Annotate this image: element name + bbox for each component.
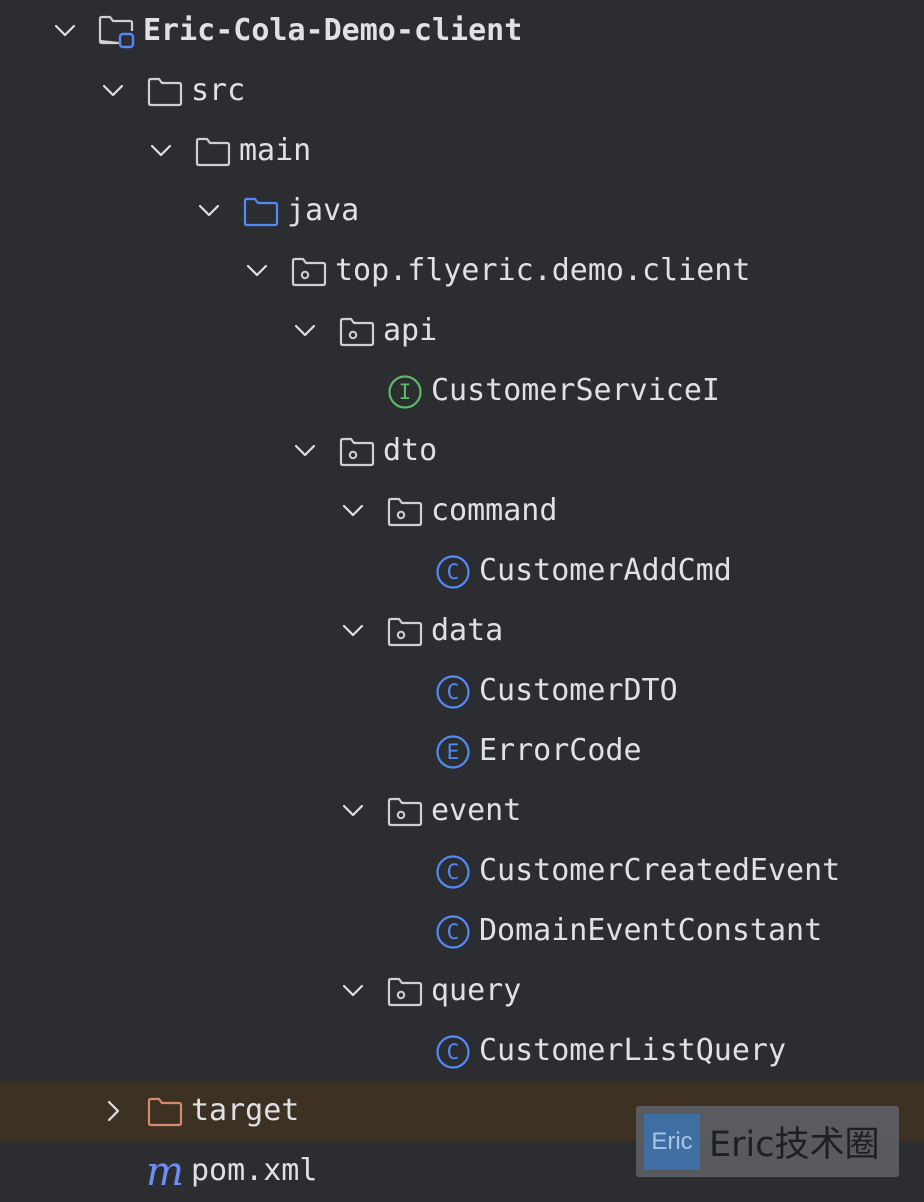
package-folder-icon xyxy=(386,794,424,830)
tree-node-customerdto[interactable]: C CustomerDTO xyxy=(0,661,924,721)
watermark: Eric Eric技术圈 xyxy=(636,1106,899,1177)
chevron-down-icon[interactable] xyxy=(242,256,272,286)
chevron-down-icon[interactable] xyxy=(338,496,368,526)
source-root-folder-icon xyxy=(242,194,280,230)
tree-node-label: Eric-Cola-Demo-client xyxy=(143,13,523,48)
class-icon: C xyxy=(434,914,472,950)
tree-node-label: query xyxy=(431,973,522,1008)
excluded-folder-icon xyxy=(146,1094,184,1130)
svg-text:C: C xyxy=(447,680,460,704)
package-folder-icon xyxy=(386,974,424,1010)
chevron-down-icon[interactable] xyxy=(290,316,320,346)
class-icon: C xyxy=(434,854,472,890)
tree-node-label: target xyxy=(191,1093,300,1128)
svg-text:C: C xyxy=(447,860,460,884)
chevron-down-icon[interactable] xyxy=(50,16,80,46)
tree-node-customerservicei[interactable]: I CustomerServiceI xyxy=(0,361,924,421)
tree-node-customeraddcmd[interactable]: C CustomerAddCmd xyxy=(0,541,924,601)
chevron-down-icon[interactable] xyxy=(338,616,368,646)
package-folder-icon xyxy=(386,494,424,530)
tree-node-domaineventconstant[interactable]: C DomainEventConstant xyxy=(0,901,924,961)
class-icon: C xyxy=(434,674,472,710)
tree-node-errorcode[interactable]: E ErrorCode xyxy=(0,721,924,781)
tree-node-label: api xyxy=(383,313,438,348)
svg-text:I: I xyxy=(399,380,412,404)
class-icon: C xyxy=(434,1034,472,1070)
package-folder-icon xyxy=(338,314,376,350)
tree-node-label: main xyxy=(239,133,312,168)
chevron-down-icon[interactable] xyxy=(338,976,368,1006)
package-folder-icon xyxy=(290,254,328,290)
tree-node-label: CustomerCreatedEvent xyxy=(479,853,841,888)
chevron-down-icon[interactable] xyxy=(194,196,224,226)
svg-text:E: E xyxy=(447,740,460,764)
enum-icon: E xyxy=(434,734,472,770)
watermark-text: Eric技术圈 xyxy=(709,1125,880,1165)
tree-node-data[interactable]: data xyxy=(0,601,924,661)
module-folder-icon xyxy=(98,14,136,50)
tree-node-main[interactable]: main xyxy=(0,121,924,181)
tree-node-label: CustomerServiceI xyxy=(431,373,720,408)
tree-node-label: event xyxy=(431,793,522,828)
svg-text:C: C xyxy=(447,560,460,584)
chevron-down-icon[interactable] xyxy=(338,796,368,826)
tree-node-label: command xyxy=(431,493,558,528)
svg-text:C: C xyxy=(447,920,460,944)
folder-icon xyxy=(146,74,184,110)
maven-icon: m xyxy=(146,1149,184,1195)
tree-node-label: java xyxy=(287,193,360,228)
tree-node-label: top.flyeric.demo.client xyxy=(335,253,751,288)
tree-node-label: CustomerAddCmd xyxy=(479,553,732,588)
watermark-logo-text: Eric xyxy=(651,1127,693,1155)
tree-node-api[interactable]: api xyxy=(0,301,924,361)
tree-node-label: src xyxy=(191,73,246,108)
tree-node-command[interactable]: command xyxy=(0,481,924,541)
package-folder-icon xyxy=(386,614,424,650)
tree-node-label: ErrorCode xyxy=(479,733,642,768)
tree-node-event[interactable]: event xyxy=(0,781,924,841)
interface-icon: I xyxy=(386,374,424,410)
tree-node-label: CustomerDTO xyxy=(479,673,678,708)
tree-node-label: data xyxy=(431,613,504,648)
tree-node-customercreatedevent[interactable]: C CustomerCreatedEvent xyxy=(0,841,924,901)
chevron-down-icon[interactable] xyxy=(146,136,176,166)
svg-text:C: C xyxy=(447,1040,460,1064)
tree-node-eric-cola-demo-client[interactable]: Eric-Cola-Demo-client xyxy=(0,1,924,61)
tree-node-dto[interactable]: dto xyxy=(0,421,924,481)
tree-node-java[interactable]: java xyxy=(0,181,924,241)
package-folder-icon xyxy=(338,434,376,470)
chevron-right-icon[interactable] xyxy=(98,1096,128,1126)
tree-node-customerlistquery[interactable]: C CustomerListQuery xyxy=(0,1021,924,1081)
tree-node-top-flyeric-demo-client[interactable]: top.flyeric.demo.client xyxy=(0,241,924,301)
tree-node-query[interactable]: query xyxy=(0,961,924,1021)
tree-node-label: dto xyxy=(383,433,438,468)
maven-glyph: m xyxy=(146,1149,184,1195)
tree-node-label: pom.xml xyxy=(191,1153,318,1188)
chevron-down-icon[interactable] xyxy=(290,436,320,466)
watermark-logo: Eric xyxy=(644,1113,700,1170)
tree-node-label: CustomerListQuery xyxy=(479,1033,787,1068)
tree-node-label: DomainEventConstant xyxy=(479,913,823,948)
folder-icon xyxy=(194,134,232,170)
tree-node-src[interactable]: src xyxy=(0,61,924,121)
chevron-down-icon[interactable] xyxy=(98,76,128,106)
class-icon: C xyxy=(434,554,472,590)
